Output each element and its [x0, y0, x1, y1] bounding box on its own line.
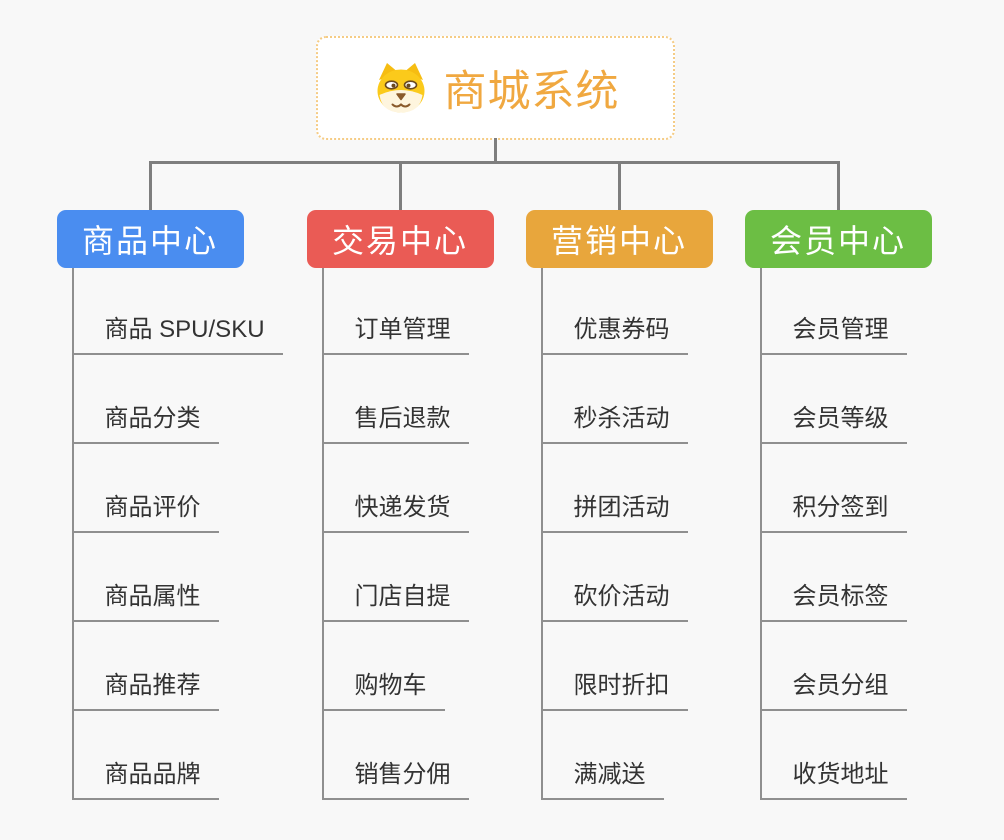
branch-item[interactable]: 订单管理	[321, 315, 469, 355]
branch-item[interactable]: 售后退款	[321, 404, 469, 444]
connector-branch-drop	[837, 161, 840, 211]
branch-item[interactable]: 快递发货	[321, 493, 469, 533]
branch-spine-line	[540, 268, 543, 800]
branch-node[interactable]: 商品中心	[56, 210, 244, 268]
dog-face-icon	[377, 63, 424, 113]
branch-item[interactable]: 商品属性	[71, 582, 219, 622]
branch-spine-line	[759, 268, 762, 800]
branch-node[interactable]: 营销中心	[525, 210, 713, 268]
root-node[interactable]: 商城系统	[316, 36, 675, 140]
branch-item[interactable]: 商品评价	[71, 493, 219, 533]
branch-column: 会员中心 会员管理会员等级积分签到会员标签会员分组收货地址	[744, 0, 932, 840]
branch-item[interactable]: 拼团活动	[540, 493, 688, 533]
branch-item[interactable]: 优惠券码	[540, 315, 688, 355]
branch-item[interactable]: 秒杀活动	[540, 404, 688, 444]
branch-label: 交易中心	[331, 223, 468, 259]
branch-label: 商品中心	[81, 223, 218, 259]
branch-column: 营销中心 优惠券码秒杀活动拼团活动砍价活动限时折扣满减送	[525, 0, 713, 840]
root-title: 商城系统	[443, 68, 620, 116]
branch-label: 营销中心	[550, 223, 687, 259]
branch-column: 商品中心 商品 SPU/SKU 商品分类商品评价商品属性商品推荐商品品牌	[56, 0, 283, 840]
branch-item[interactable]: 商品品牌	[71, 760, 219, 800]
branch-spine-line	[321, 268, 324, 800]
branch-node[interactable]: 交易中心	[306, 210, 494, 268]
branch-item[interactable]: 满减送	[540, 760, 664, 800]
connector-branch-drop	[399, 161, 402, 211]
branch-item[interactable]: 销售分佣	[321, 760, 469, 800]
connector-root-drop	[494, 138, 497, 163]
branch-item[interactable]: 收货地址	[759, 760, 907, 800]
branch-item[interactable]: 会员标签	[759, 582, 907, 622]
connector-branch-drop	[618, 161, 621, 211]
branch-item[interactable]: 砍价活动	[540, 582, 688, 622]
branch-item[interactable]: 会员分组	[759, 671, 907, 711]
connector-horizontal	[149, 161, 840, 164]
branch-item[interactable]: 商品 SPU/SKU	[71, 315, 283, 355]
branch-item[interactable]: 商品推荐	[71, 671, 219, 711]
connector-branch-drop	[149, 161, 152, 211]
branch-item[interactable]: 门店自提	[321, 582, 469, 622]
branch-node[interactable]: 会员中心	[744, 210, 932, 268]
branch-item[interactable]: 限时折扣	[540, 671, 688, 711]
branch-item[interactable]: 会员等级	[759, 404, 907, 444]
branch-spine-line	[71, 268, 74, 800]
branch-item[interactable]: 会员管理	[759, 315, 907, 355]
branch-item[interactable]: 购物车	[321, 671, 445, 711]
branch-item[interactable]: 积分签到	[759, 493, 907, 533]
branch-item[interactable]: 商品分类	[71, 404, 219, 444]
branch-column: 交易中心 订单管理售后退款快递发货门店自提购物车销售分佣	[306, 0, 494, 840]
branch-label: 会员中心	[769, 223, 906, 259]
